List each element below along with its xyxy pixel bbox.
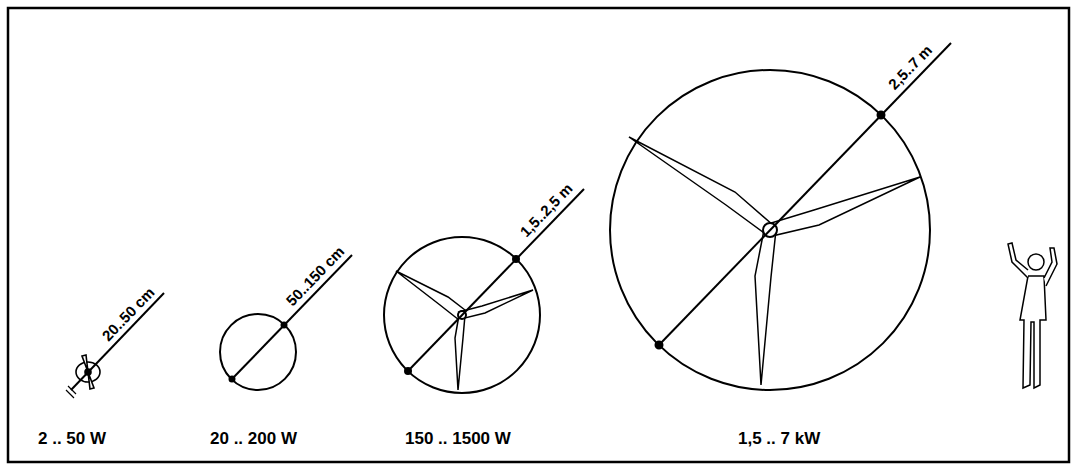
person-figure <box>1008 243 1057 388</box>
micro-rotor <box>66 293 164 398</box>
diameter-label: 50..150 cm <box>283 243 347 308</box>
power-label: 2 .. 50 W <box>38 430 106 447</box>
frame <box>8 8 1069 462</box>
diameter-label: 20..50 cm <box>99 284 157 343</box>
diameter-label: 1,5..2,5 m <box>517 180 575 239</box>
power-label: 150 .. 1500 W <box>405 430 511 447</box>
small-rotor <box>220 255 352 390</box>
medium-rotor <box>384 189 584 393</box>
power-label: 20 .. 200 W <box>210 430 297 447</box>
power-label: 1,5 .. 7 kW <box>738 430 820 447</box>
large-rotor <box>610 43 951 390</box>
